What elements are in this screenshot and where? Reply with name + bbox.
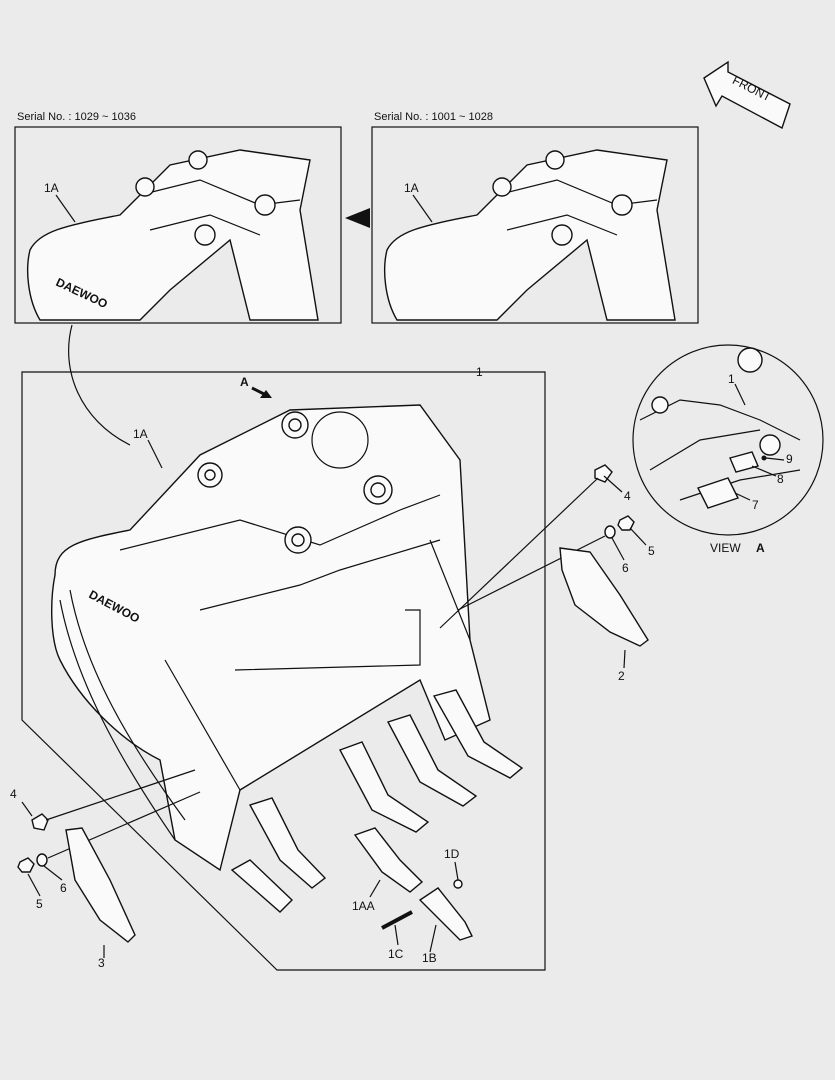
inset-left: DAEWOO 1A bbox=[14, 126, 342, 324]
serial-label-right: Serial No. : 1001 ~ 1028 bbox=[374, 111, 493, 123]
part-1B-tooth: 1B bbox=[418, 887, 473, 965]
part-1C-pin: 1C bbox=[381, 910, 413, 961]
callout-4-right: 4 bbox=[624, 489, 631, 503]
main-frame: 1 bbox=[21, 365, 546, 971]
view-arrow-a-icon: A bbox=[240, 375, 272, 398]
part-5-nut-left: 5 bbox=[17, 857, 43, 911]
part-4-bolt-right: 4 bbox=[594, 464, 631, 503]
detail-view-a: 1 9 8 7 VIEW A bbox=[632, 344, 824, 555]
part-4-bolt-left: 4 bbox=[10, 787, 49, 831]
part-6-washer-right: 6 bbox=[604, 525, 629, 575]
callout-1B: 1B bbox=[422, 951, 437, 965]
callout-detail-9: 9 bbox=[786, 452, 793, 466]
part-3-side-cutter: 3 bbox=[65, 827, 136, 970]
serial-label-left: Serial No. : 1029 ~ 1036 bbox=[17, 111, 136, 123]
view-arrow-a-label: A bbox=[240, 375, 249, 389]
callout-1D: 1D bbox=[444, 847, 460, 861]
inset-right: 1A bbox=[371, 126, 699, 324]
callout-1C: 1C bbox=[388, 947, 404, 961]
callout-6-right: 6 bbox=[622, 561, 629, 575]
callout-detail-1: 1 bbox=[728, 372, 735, 386]
part-2-side-cutter: 2 bbox=[559, 547, 649, 683]
callout-detail-8: 8 bbox=[777, 472, 784, 486]
part-5-nut-right: 5 bbox=[617, 515, 655, 558]
front-arrow-icon: FRONT bbox=[703, 60, 791, 130]
detail-view-letter: A bbox=[756, 541, 765, 555]
callout-1AA: 1AA bbox=[352, 899, 375, 913]
callout-1A-left: 1A bbox=[44, 181, 59, 195]
part-6-washer-left: 6 bbox=[36, 853, 67, 895]
callout-1A-main: 1A bbox=[133, 427, 148, 441]
callout-1: 1 bbox=[476, 365, 483, 379]
callout-2: 2 bbox=[618, 669, 625, 683]
bucket-teeth bbox=[230, 689, 524, 913]
callout-5-left: 5 bbox=[36, 897, 43, 911]
callout-detail-7: 7 bbox=[752, 498, 759, 512]
callout-4-left: 4 bbox=[10, 787, 17, 801]
part-1D-lock: 1D bbox=[444, 847, 463, 889]
pointer-triangle-icon bbox=[345, 208, 370, 228]
callout-5-right: 5 bbox=[648, 544, 655, 558]
leader-4-left bbox=[45, 769, 196, 821]
callout-6-left: 6 bbox=[60, 881, 67, 895]
inset-pointer-curve bbox=[68, 324, 131, 446]
callout-3: 3 bbox=[98, 956, 105, 970]
callout-1A-right: 1A bbox=[404, 181, 419, 195]
detail-view-title: VIEW bbox=[710, 541, 741, 555]
part-1AA-tooth: 1AA bbox=[352, 827, 424, 913]
bucket-body: DAEWOO 1A bbox=[51, 404, 491, 872]
leader-4-right bbox=[439, 477, 599, 629]
leader-6-right bbox=[457, 535, 606, 611]
